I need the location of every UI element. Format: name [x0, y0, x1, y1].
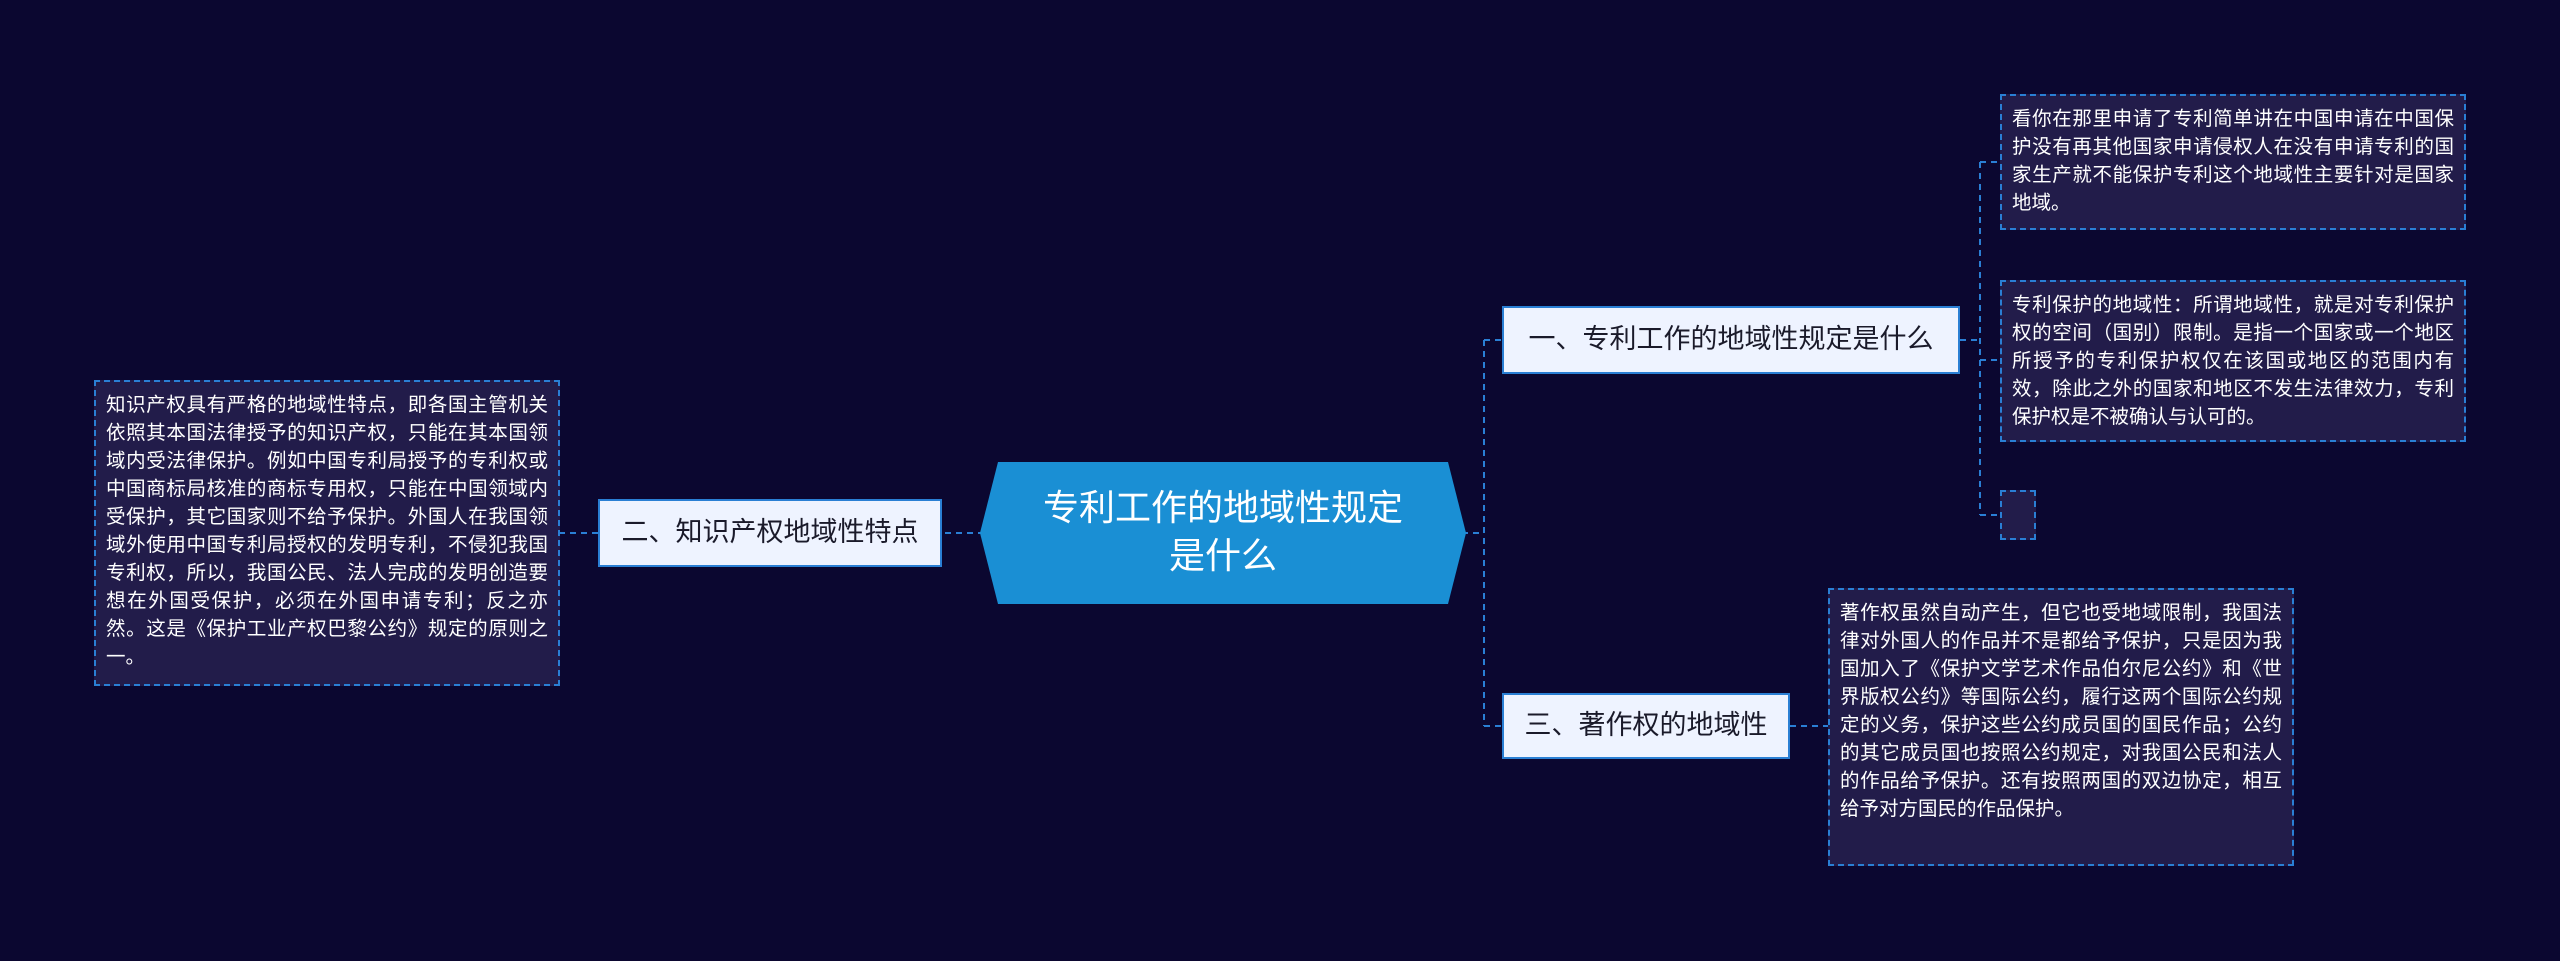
branch-node-3[interactable]: 三、著作权的地域性: [1502, 693, 1790, 759]
leaf-node[interactable]: 知识产权具有严格的地域性特点，即各国主管机关依照其本国法律授予的知识产权，只能在…: [94, 380, 560, 686]
root-node-shape: [980, 462, 1466, 604]
branch-node-label: 二、知识产权地域性特点: [621, 517, 919, 548]
branch-node-1[interactable]: 一、专利工作的地域性规定是什么: [1502, 306, 1960, 374]
leaf-node-text: 知识产权具有严格的地域性特点，即各国主管机关依照其本国法律授予的知识产权，只能在…: [106, 393, 548, 668]
leaf-node-text: 看你在那里申请了专利简单讲在中国申请在中国保护没有再其他国家申请侵权人在没有申请…: [2012, 107, 2454, 214]
root-node-label: 专利工作的地域性规定是什么: [1042, 488, 1403, 577]
branch-node-2[interactable]: 二、知识产权地域性特点: [598, 499, 942, 567]
empty-leaf-node[interactable]: [2000, 490, 2036, 540]
root-node[interactable]: 专利工作的地域性规定是什么: [980, 462, 1466, 604]
leaf-node[interactable]: 专利保护的地域性：所谓地域性，就是对专利保护权的空间（国别）限制。是指一个国家或…: [2000, 280, 2466, 442]
leaf-node[interactable]: 看你在那里申请了专利简单讲在中国申请在中国保护没有再其他国家申请侵权人在没有申请…: [2000, 94, 2466, 230]
leaf-node-text: 著作权虽然自动产生，但它也受地域限制，我国法律对外国人的作品并不是都给予保护，只…: [1840, 601, 2282, 820]
branch-node-label: 一、专利工作的地域性规定是什么: [1528, 324, 1934, 355]
leaf-node-text: 专利保护的地域性：所谓地域性，就是对专利保护权的空间（国别）限制。是指一个国家或…: [2012, 293, 2454, 428]
branch-node-label: 三、著作权的地域性: [1524, 710, 1768, 741]
leaf-node[interactable]: 著作权虽然自动产生，但它也受地域限制，我国法律对外国人的作品并不是都给予保护，只…: [1828, 588, 2294, 866]
